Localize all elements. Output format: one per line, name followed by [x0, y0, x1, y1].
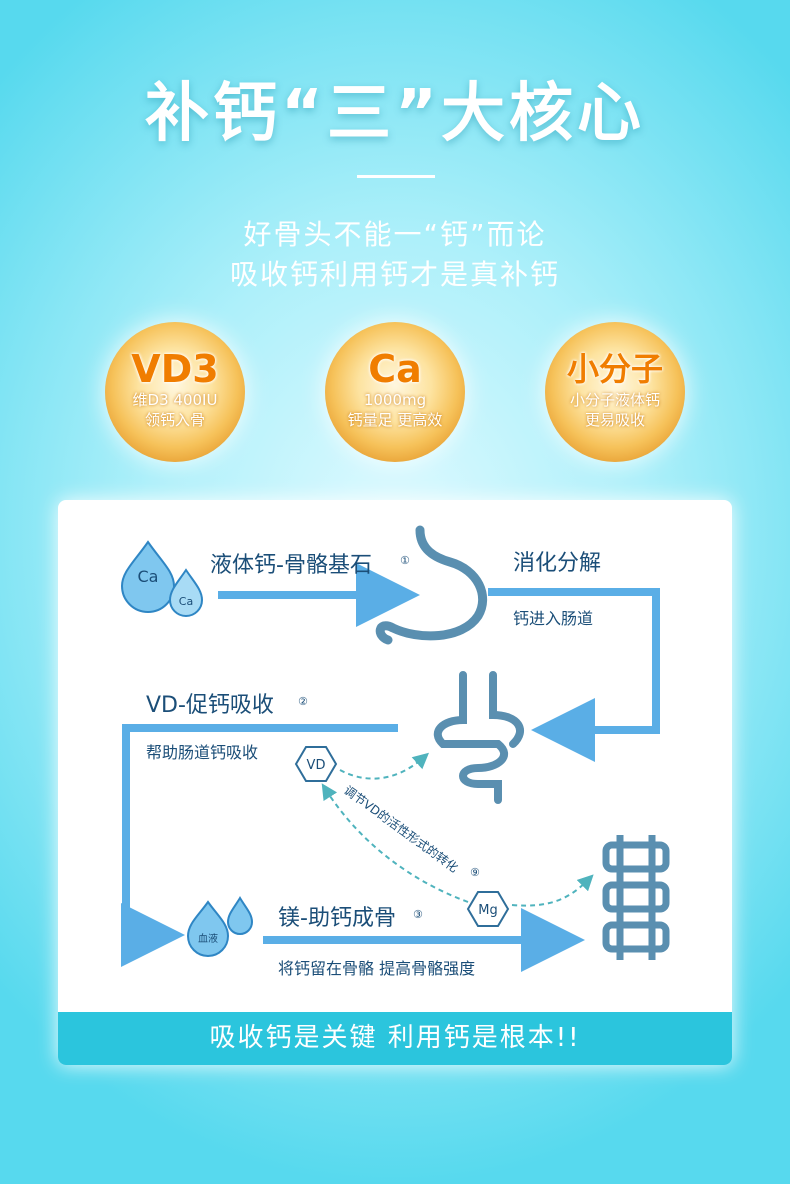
badge-vd3-line2: 领钙入骨	[144, 411, 205, 429]
subtitle-line-1: 好骨头不能一“钙”而论	[243, 218, 547, 251]
step2-num: ②	[298, 695, 308, 708]
badge-small-molecule-line2: 更易吸收	[584, 411, 645, 429]
digest-desc: 钙进入肠道	[513, 609, 593, 628]
calcium-drop-icon: Ca Ca	[120, 540, 204, 617]
vd-hexagon-icon: VD	[294, 746, 338, 782]
badge-ca-line1: 1000mg	[363, 391, 427, 409]
arrow-to-blood	[121, 724, 398, 967]
bone-icon	[602, 835, 670, 960]
mg-to-vd-arrow	[321, 783, 469, 903]
intestine-icon	[433, 671, 524, 804]
step3-num: ③	[413, 908, 423, 921]
digest-title: 消化分解	[513, 551, 601, 576]
mg-hexagon-icon: Mg	[466, 891, 510, 927]
page-title: 补钙“三”大核心	[144, 77, 646, 151]
step2-label: VD-促钙吸收	[146, 693, 274, 718]
arrow-to-intestine	[488, 588, 660, 762]
badge-ca-title: Ca	[368, 347, 422, 391]
step2-desc: 帮助肠道钙吸收	[146, 743, 258, 762]
step1-label: 液体钙-骨骼基石	[210, 553, 372, 578]
badge-vd3-line1: 维D3 400IU	[132, 391, 218, 409]
badge-small-molecule-title: 小分子	[566, 350, 663, 388]
diagram-card: Ca Ca 液体钙-骨骼基石 ① 消化分解 钙进入肠道 VD-促钙吸收 ② 帮助…	[58, 500, 732, 1065]
badge-ca: Ca 1000mg 钙量足 更高效	[325, 322, 465, 462]
convert-num: ⑨	[470, 866, 480, 879]
step1-num: ①	[400, 554, 410, 567]
svg-text:血液: 血液	[198, 932, 218, 945]
svg-text:Mg: Mg	[478, 903, 497, 918]
vd-to-intestine-arrow	[339, 752, 430, 780]
calcium-flow-diagram: Ca Ca 液体钙-骨骼基石 ① 消化分解 钙进入肠道 VD-促钙吸收 ② 帮助…	[120, 525, 670, 978]
badge-vd3: VD3 维D3 400IU 领钙入骨	[105, 322, 245, 462]
footer-banner: 吸收钙是关键 利用钙是根本!!	[58, 1012, 732, 1065]
badge-small-molecule: 小分子 小分子液体钙 更易吸收	[545, 322, 685, 462]
stomach-icon	[375, 525, 488, 645]
title-divider	[357, 175, 435, 178]
blood-drop-icon: 血液	[186, 896, 254, 957]
badge-vd3-title: VD3	[131, 347, 219, 391]
svg-text:Ca: Ca	[179, 595, 193, 608]
mg-to-bone-arrow	[511, 874, 594, 907]
subtitle-line-2: 吸收钙利用钙才是真补钙	[229, 258, 560, 291]
badge-small-molecule-line1: 小分子液体钙	[569, 391, 660, 409]
step3-desc: 将钙留在骨骼 提高骨骼强度	[278, 959, 475, 978]
step3-label: 镁-助钙成骨	[278, 906, 396, 931]
svg-text:VD: VD	[307, 758, 326, 773]
svg-text:Ca: Ca	[138, 567, 159, 586]
convert-label: 调节VD的活性形式的转化	[341, 782, 461, 875]
badge-ca-line2: 钙量足 更高效	[347, 411, 443, 429]
